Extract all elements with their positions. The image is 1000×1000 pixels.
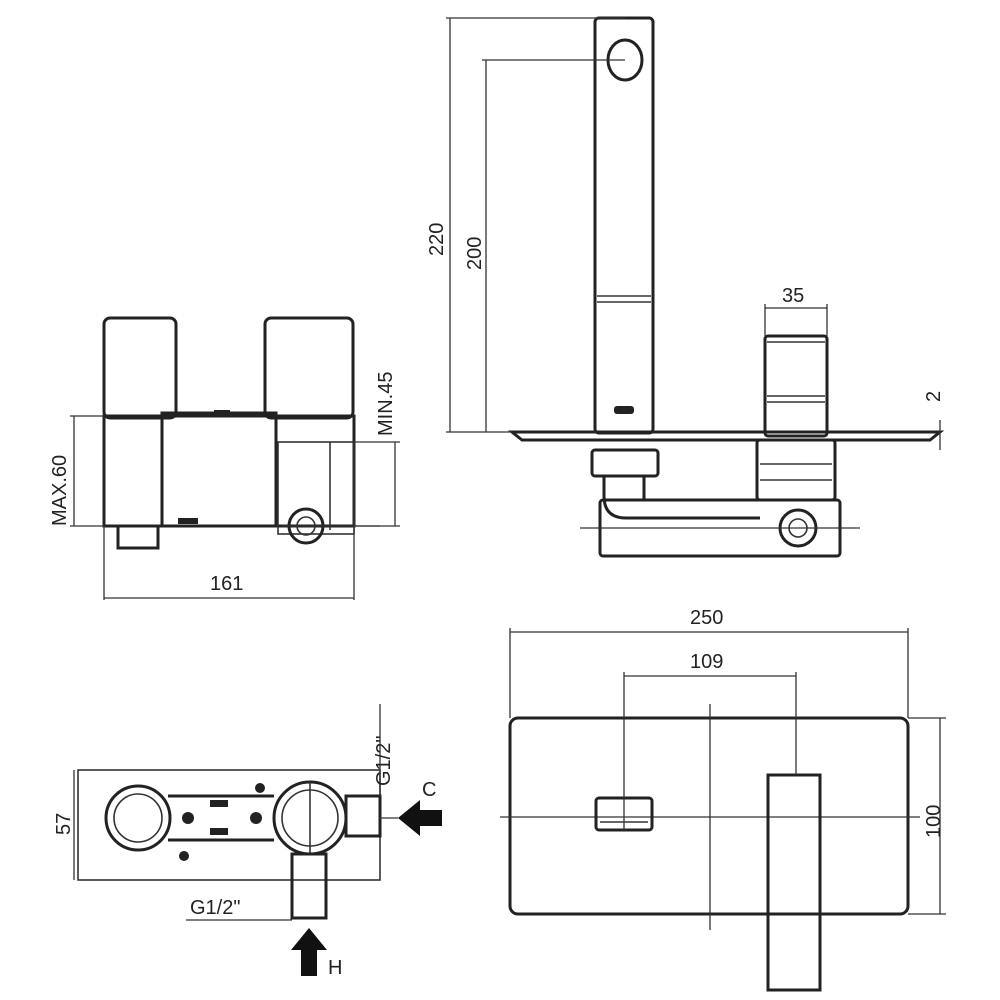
dim-200-label: 200: [464, 237, 486, 270]
dim-57-label: 57: [53, 813, 75, 835]
dim-min45-label: MIN.45: [375, 372, 397, 436]
connecting-body: [168, 794, 274, 842]
right-cylinder: [263, 316, 355, 420]
dim-2-label: 2: [923, 391, 945, 402]
handle-top: [766, 773, 822, 992]
front-view: 220 200 35 2: [426, 16, 945, 558]
valve-chamber: [277, 441, 355, 535]
dim-109-label: 109: [690, 651, 723, 673]
dim-35-label: 35: [782, 285, 804, 307]
elbow-pipe: [602, 476, 760, 520]
top-outline: [77, 769, 381, 881]
valve-cartridge: [755, 438, 837, 502]
plate-view: 250 109 100: [500, 607, 946, 992]
handle: [763, 334, 829, 438]
dim-250-label: 250: [690, 607, 723, 629]
inner-body: [160, 411, 278, 528]
cold-inlet-arrow: [398, 800, 442, 836]
dim-100-label: 100: [923, 805, 945, 838]
cold-inlet-stub: [344, 794, 382, 838]
thread-top-label: G1/2": [373, 736, 395, 786]
wall-box: [102, 414, 356, 528]
top-view: 57 G1/2" G1/2" C H: [53, 704, 442, 979]
hot-inlet-arrow: [291, 928, 327, 976]
dim-max60-label: MAX.60: [49, 455, 71, 526]
thread-bottom-label: G1/2": [190, 897, 240, 919]
left-cylinder: [102, 316, 178, 420]
side-view: 161 MAX.60 MIN.45: [49, 316, 400, 600]
hot-label: H: [328, 957, 342, 979]
plate-outline: [508, 716, 910, 916]
dim-220-label: 220: [426, 223, 448, 256]
cover-plate: [507, 430, 945, 442]
base-foot: [116, 526, 160, 550]
left-circle: [104, 784, 172, 852]
cold-label: C: [422, 779, 436, 801]
hot-inlet-stub: [290, 852, 328, 920]
spout-connector: [590, 448, 660, 478]
dim-161-label: 161: [210, 573, 243, 595]
